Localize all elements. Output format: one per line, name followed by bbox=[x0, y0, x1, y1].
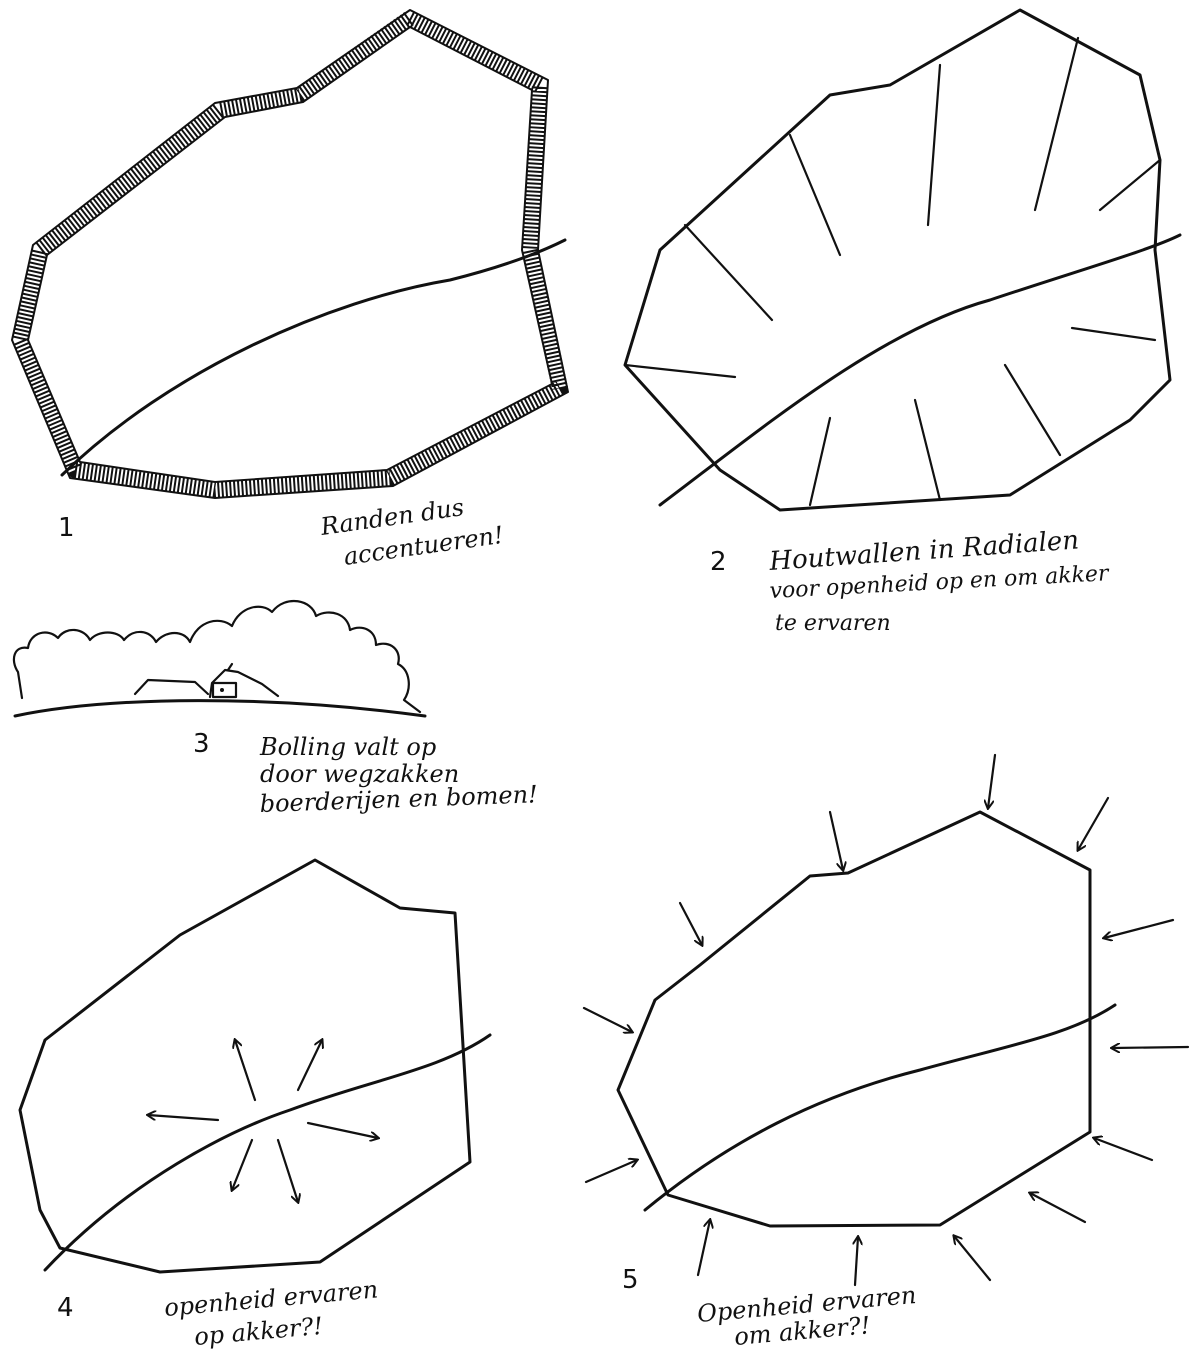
farm-buildings bbox=[135, 664, 278, 697]
sketch-4-number: 4 bbox=[57, 1293, 74, 1323]
sketch-3-caption-line-1: Bolling valt op bbox=[259, 733, 436, 761]
sketch-1-boundary-inner bbox=[28, 27, 552, 482]
sketch-4: 4 openheid ervaren op akker?! bbox=[20, 860, 490, 1351]
sketch-5-inward-arrows bbox=[584, 755, 1188, 1285]
sketch-2-road bbox=[660, 235, 1180, 505]
sketch-4-boundary bbox=[20, 860, 470, 1272]
sketch-3-number: 3 bbox=[193, 729, 210, 759]
sketch-4-caption-line-1: openheid ervaren bbox=[163, 1275, 379, 1322]
sketch-1-number: 1 bbox=[58, 513, 75, 543]
sketch-5: 5 Openheid ervaren om akker?! bbox=[584, 755, 1188, 1351]
sketch-5-road bbox=[645, 1005, 1115, 1210]
sketch-2: 2 Houtwallen in Radialen voor openheid o… bbox=[625, 10, 1180, 636]
sketch-3: 3 Bolling valt op door wegzakken boerder… bbox=[14, 601, 538, 818]
sketch-4-road bbox=[45, 1035, 490, 1270]
sketch-1: 1 Randen dus accentueren! bbox=[12, 10, 568, 571]
sketch-3-ground bbox=[15, 701, 425, 716]
sketch-2-caption-line-3: te ervaren bbox=[775, 611, 891, 636]
sketch-1-road bbox=[62, 240, 565, 475]
sketch-5-number: 5 bbox=[622, 1265, 639, 1295]
sketch-3-tree-line bbox=[14, 601, 420, 712]
sketch-5-boundary bbox=[618, 812, 1090, 1226]
sketch-2-number: 2 bbox=[710, 547, 727, 577]
sketch-2-boundary bbox=[625, 10, 1170, 510]
